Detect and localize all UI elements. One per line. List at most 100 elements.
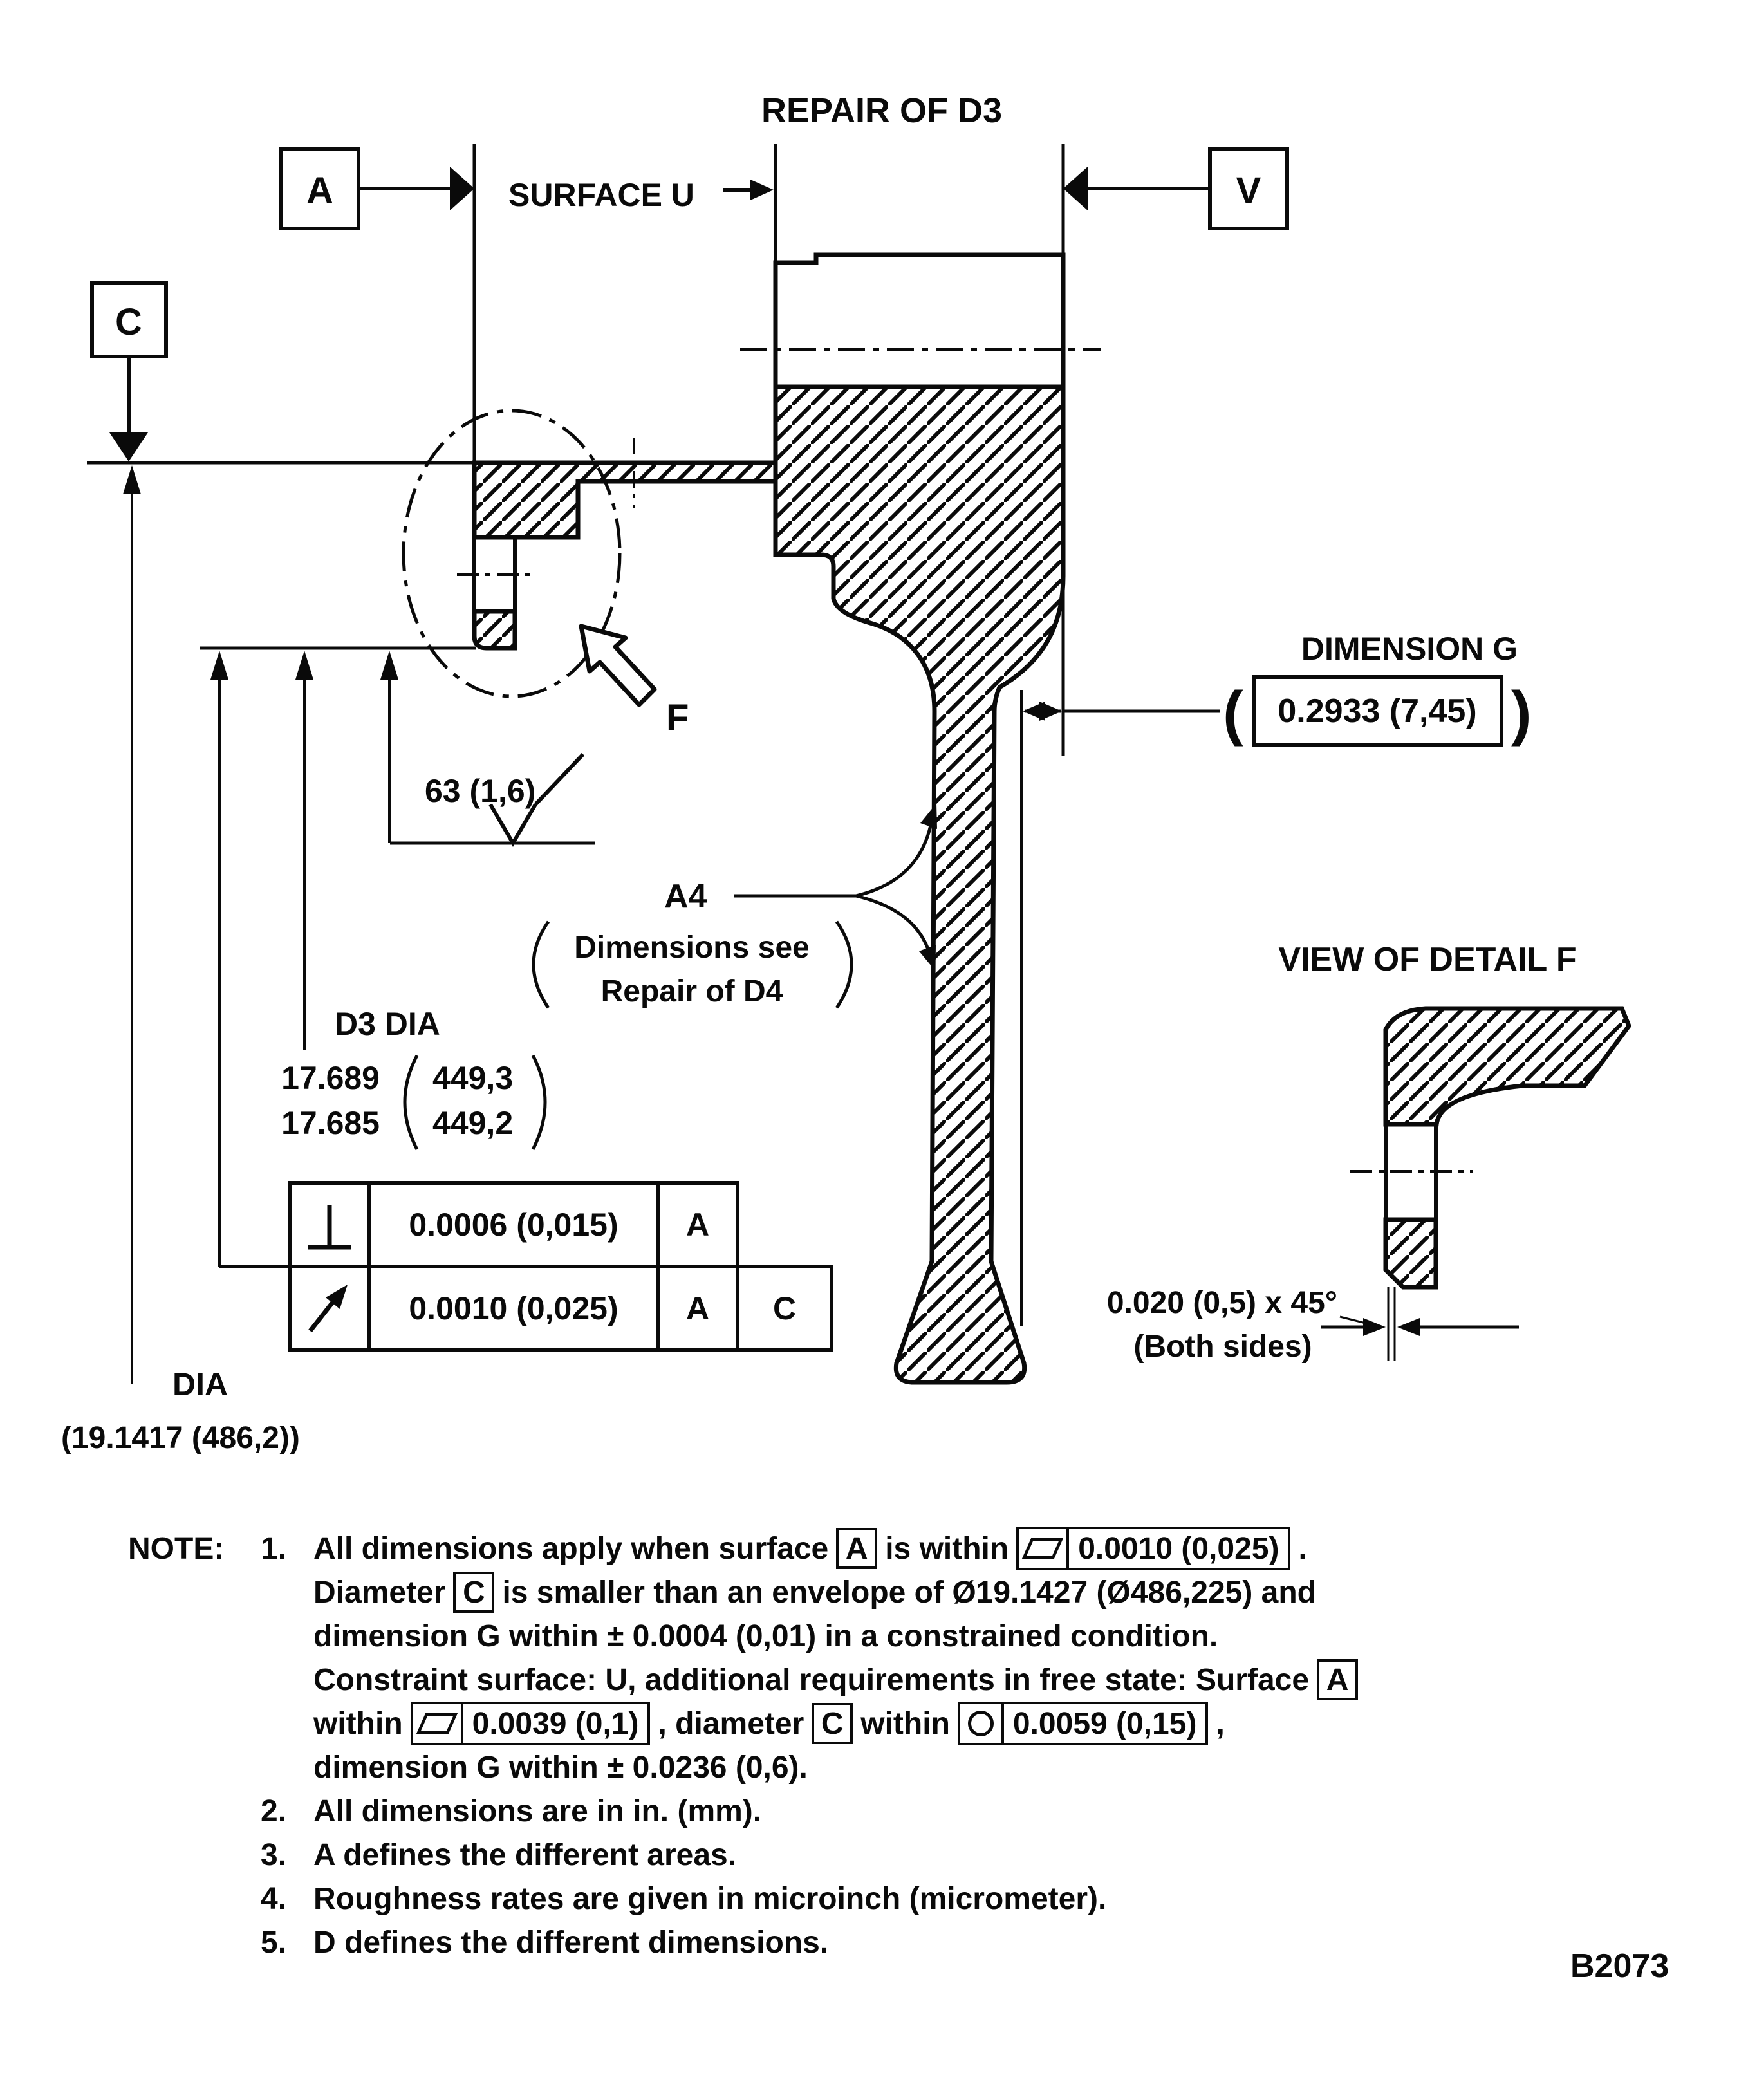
fcf2-datum2: C — [773, 1290, 796, 1326]
circularity-fcf-box: 0.0059 (0,15) — [957, 1702, 1209, 1745]
datum-a: A — [279, 147, 474, 230]
dimension-g-title: DIMENSION G — [1301, 631, 1518, 667]
view-of-detail-f: VIEW OF DETAIL F 0.020 (0,5) x 45° (Both… — [1107, 941, 1632, 1364]
note-text: D defines the different dimensions. — [313, 1925, 829, 1960]
dimension-g-value: 0.2933 (7,45) — [1278, 692, 1476, 730]
datum-c-ref-box: C — [812, 1703, 853, 1744]
fcf1-value: 0.0006 (0,015) — [409, 1207, 618, 1243]
note-3: 3. A defines the different areas. — [128, 1833, 736, 1877]
surface-u-callout: SURFACE U — [508, 177, 774, 213]
note-text: is smaller than an envelope of Ø19.1427 … — [502, 1575, 1316, 1610]
detail-f-arrow-icon — [579, 624, 657, 707]
note-1-line-1: NOTE:1.All dimensions apply when surface… — [128, 1527, 1307, 1570]
fcf1-datum1: A — [686, 1207, 709, 1243]
datum-a-ref-box: A — [836, 1528, 878, 1569]
note-4: 4. Roughness rates are given in microinch… — [128, 1877, 1106, 1920]
note-text: within — [313, 1706, 403, 1741]
circularity-icon — [967, 1711, 994, 1736]
fcf2-datum1: A — [686, 1290, 709, 1326]
d3-dia-mm-max: 449,3 — [432, 1060, 513, 1096]
note-text: , — [1216, 1706, 1225, 1741]
view-detail-f-title: VIEW OF DETAIL F — [1278, 941, 1576, 978]
note-text: Roughness rates are given in microinch (… — [313, 1881, 1107, 1916]
note-3-number: 3. — [261, 1837, 287, 1872]
datum-a-label: A — [306, 170, 333, 212]
datum-v-arrow-icon — [1063, 167, 1088, 210]
dimension-g: DIMENSION G ( 0.2933 (7,45) ) — [1023, 631, 1532, 747]
surface-u-label: SURFACE U — [508, 177, 694, 213]
note-text: All dimensions apply when surface — [313, 1531, 829, 1566]
part-upper-outline — [773, 252, 1066, 387]
note-text: . — [1298, 1531, 1307, 1566]
dia-c-arrowhead-icon — [123, 465, 141, 494]
d3-dia-inch-min: 17.685 — [281, 1105, 380, 1141]
note-1-line-3: dimension G within ± 0.0004 (0,01) in a … — [128, 1614, 1218, 1658]
a4-ref-line1: Dimensions see — [574, 931, 809, 965]
note-2: 2. All dimensions are in in. (mm). — [128, 1789, 761, 1833]
datum-ref: C — [463, 1575, 485, 1610]
note-text: dimension G within ± 0.0236 (0,6). — [313, 1750, 808, 1785]
datum-c-arrow-icon — [109, 432, 148, 461]
note-1-number: 1. — [261, 1531, 287, 1566]
surface-u-arrowhead-icon — [750, 180, 774, 200]
datum-v: V — [1063, 147, 1289, 230]
circular-runout-icon — [308, 1285, 348, 1333]
note-text: within — [860, 1706, 950, 1741]
chamfer-sides: (Both sides) — [1133, 1330, 1312, 1364]
d3-dia-label: D3 DIA — [335, 1006, 440, 1042]
note-5: 5. D defines the different dimensions. — [128, 1920, 828, 1964]
fcf-stack: 0.0006 (0,015) A 0.0010 (0,025) A C — [288, 1181, 833, 1352]
datum-c-label: C — [115, 301, 142, 343]
roughness-value: 63 (1,6) — [425, 773, 535, 809]
dimension-g-close-paren: ) — [1511, 679, 1532, 747]
note-text: Diameter — [313, 1575, 446, 1610]
flatness-icon — [416, 1713, 458, 1734]
a4-ref-line2: Repair of D4 — [601, 974, 783, 1008]
note-text: Constraint surface: U, additional requir… — [313, 1662, 1310, 1697]
detail-f-letter: F — [666, 697, 689, 739]
note-4-number: 4. — [261, 1881, 287, 1916]
datum-a-ref-box: A — [1317, 1659, 1359, 1700]
note-1-line-4: Constraint surface: U, additional requir… — [128, 1658, 1366, 1702]
fcf2-value: 0.0010 (0,025) — [409, 1290, 618, 1326]
datum-c-ref-box: C — [453, 1572, 495, 1613]
note-text: dimension G within ± 0.0004 (0,01) in a … — [313, 1619, 1218, 1653]
perpendicularity-icon — [308, 1205, 351, 1250]
datum-ref: A — [845, 1531, 868, 1566]
note-text: is within — [885, 1531, 1009, 1566]
datum-v-label: V — [1236, 170, 1261, 212]
datum-a-arrow-icon — [450, 167, 474, 210]
flatness-fcf-box: 0.0039 (0,1) — [410, 1702, 651, 1745]
note-1-line-6: dimension G within ± 0.0236 (0,6). — [128, 1745, 808, 1789]
a4-callout: A4 Dimensions see Repair of D4 — [532, 803, 937, 1009]
d3-dia-inch-max: 17.689 — [281, 1060, 380, 1096]
datum-c: C — [90, 281, 168, 461]
note-text: All dimensions are in in. (mm). — [313, 1794, 762, 1828]
flatness-icon — [1021, 1538, 1064, 1559]
note-text: , diameter — [658, 1706, 804, 1741]
flatness-fcf-box: 0.0010 (0,025) — [1016, 1527, 1291, 1570]
d3-dia-mm-min: 449,2 — [432, 1105, 513, 1141]
fcf-value: 0.0010 (0,025) — [1078, 1531, 1279, 1566]
datum-ref: C — [821, 1706, 844, 1741]
dimension-g-open-paren: ( — [1223, 679, 1243, 747]
fcf-value: 0.0059 (0,15) — [1012, 1706, 1197, 1741]
roughness-callout: 63 (1,6) — [390, 752, 595, 847]
part-section-hub — [773, 384, 1066, 1385]
note-5-number: 5. — [261, 1925, 287, 1960]
detail-f-lip-section — [1383, 1217, 1438, 1290]
datum-ref: A — [1326, 1662, 1349, 1697]
detail-f-boundary — [402, 409, 622, 698]
drawing-title: REPAIR OF D3 — [761, 91, 1002, 130]
note-text: A defines the different areas. — [313, 1837, 737, 1872]
dia-c-value: (19.1417 (486,2)) — [61, 1421, 300, 1455]
detail-f-arm-section — [1383, 1006, 1632, 1127]
figure-id: B2073 — [1570, 1947, 1669, 1985]
d3-dia-callout: D3 DIA 17.689 17.685 449,3 449,2 — [281, 1006, 547, 1151]
note-2-number: 2. — [261, 1794, 287, 1828]
